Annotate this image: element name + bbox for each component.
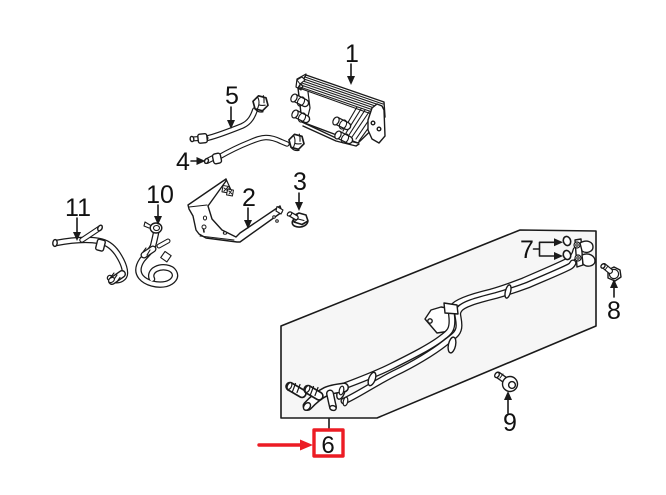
svg-text:1: 1 xyxy=(345,40,359,68)
svg-text:10: 10 xyxy=(146,181,174,209)
svg-text:4: 4 xyxy=(176,148,190,176)
svg-text:5: 5 xyxy=(225,82,239,110)
svg-text:11: 11 xyxy=(65,194,91,222)
svg-text:3: 3 xyxy=(293,168,307,196)
svg-text:7: 7 xyxy=(520,236,534,264)
svg-text:6: 6 xyxy=(321,432,334,459)
svg-text:2: 2 xyxy=(242,184,256,212)
svg-text:8: 8 xyxy=(607,297,621,325)
svg-text:9: 9 xyxy=(503,409,517,437)
